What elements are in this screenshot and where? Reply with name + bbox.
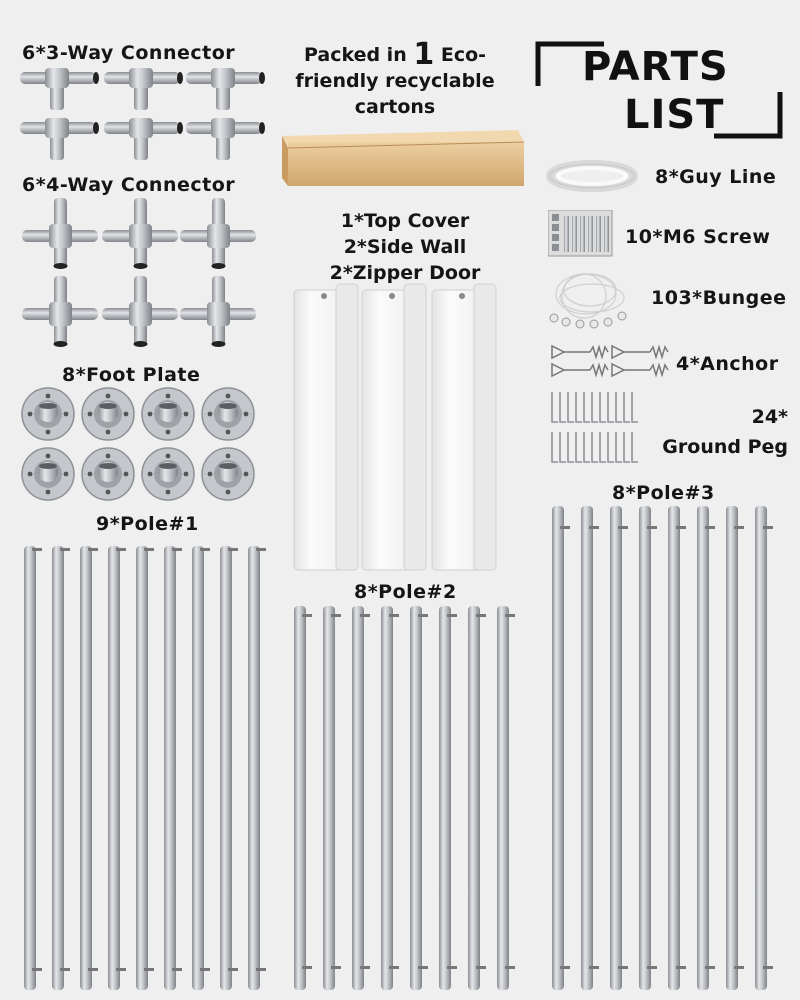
packaging-line1-suffix: Eco- [440, 44, 487, 66]
ground-peg-count: 24* [751, 406, 788, 428]
ground-peg-image [551, 392, 639, 463]
pole3-label: 8*Pole#3 [612, 482, 715, 504]
zipper-door-label: 2*Zipper Door [329, 262, 481, 284]
carton-image [282, 130, 525, 186]
pole2-label: 8*Pole#2 [354, 581, 457, 603]
pole3-image [552, 506, 773, 990]
bungee-image [549, 273, 627, 329]
three-way-connector-image [20, 68, 265, 160]
side-wall-label: 2*Side Wall [343, 236, 467, 258]
screw-image [548, 210, 613, 257]
ground-peg-text: 24* Ground Peg [640, 402, 788, 462]
anchor-image [551, 344, 669, 377]
foot-plate-image [21, 387, 255, 501]
guy-line-image [546, 160, 638, 192]
parts-list-heading: PARTS LIST [534, 40, 784, 140]
four-way-connector-label: 6*4-Way Connector [22, 174, 236, 196]
packaging-line1-prefix: Packed in [303, 44, 407, 66]
four-way-connector-image [22, 198, 256, 347]
ground-peg-label: Ground Peg [662, 436, 788, 458]
foot-plate-label: 8*Foot Plate [62, 364, 201, 386]
screw-label: 10*M6 Screw [625, 226, 771, 248]
fabric-rolls-image [293, 283, 497, 571]
bungee-label: 103*Bungee [651, 287, 787, 309]
pole1-image [24, 546, 266, 990]
heading-word-list: LIST [624, 92, 725, 138]
three-way-connector-label: 6*3-Way Connector [22, 42, 236, 64]
pole2-image [294, 606, 515, 990]
heading-word-parts: PARTS [582, 44, 729, 90]
packaging-count: 1 [413, 37, 435, 72]
packaging-line3: cartons [354, 96, 436, 118]
packaging-line2: friendly recyclable [295, 70, 495, 92]
anchor-label: 4*Anchor [676, 353, 779, 375]
top-cover-label: 1*Top Cover [340, 210, 470, 232]
packaging-text: Packed in 1 Eco- friendly recyclable car… [280, 40, 510, 120]
pole1-label: 9*Pole#1 [96, 513, 199, 535]
guy-line-label: 8*Guy Line [655, 166, 777, 188]
fabric-text: 1*Top Cover 2*Side Wall 2*Zipper Door [300, 208, 510, 286]
heading-frame [535, 41, 783, 139]
